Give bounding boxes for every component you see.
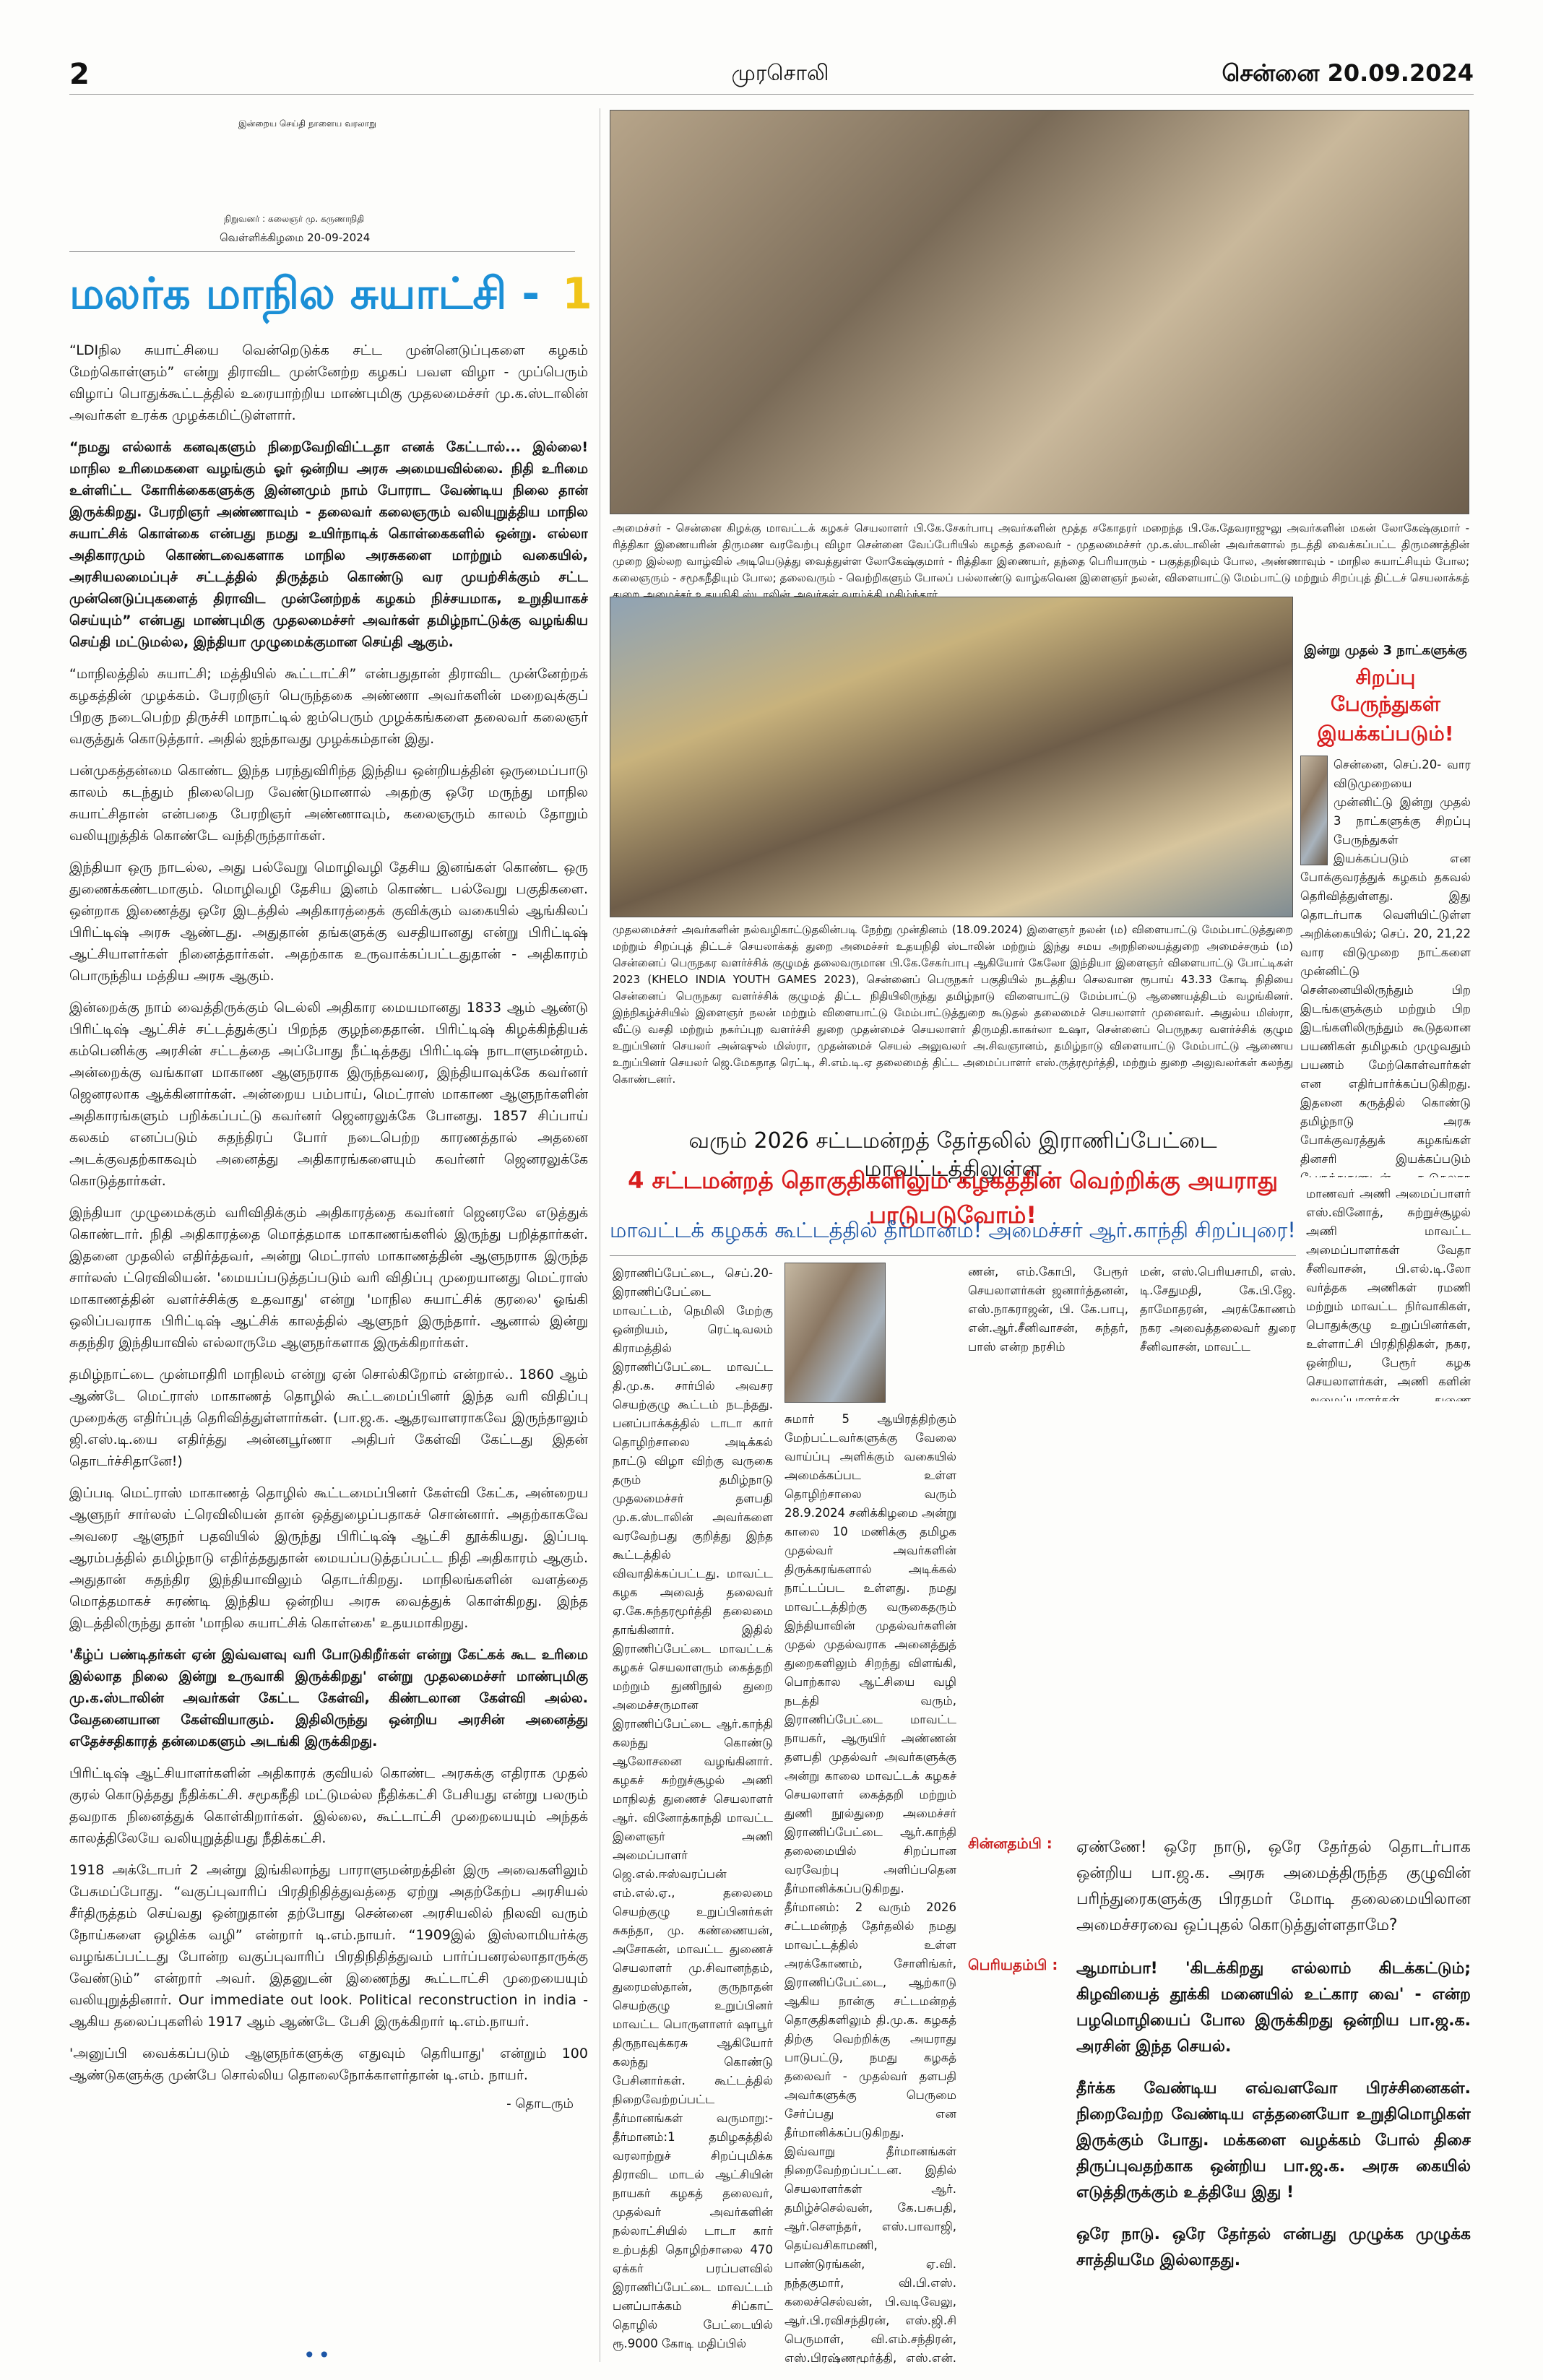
editorial-founder: நிறுவனர் : கலைஞர் மு. கருணாநிதி	[224, 214, 365, 224]
masthead-rule	[69, 94, 1474, 95]
editorial-para: இப்படி மெட்ராஸ் மாகாணத் தொழில் கூட்டமைப்…	[69, 1485, 588, 1631]
dialogue-q-text: ஏண்ணே! ஒரே நாடு, ஒரே தேர்தல் தொடர்பாக ஒன…	[1076, 1838, 1471, 1934]
wedding-photo	[610, 110, 1469, 514]
editorial-quote: 'கீழ்ப் பண்டிதர்கள் ஏன் இவ்வளவு வரி போடு…	[69, 1647, 588, 1749]
editorial-title: மலர்க மாநில சுயாட்சி - 1	[69, 261, 592, 326]
editorial-para: இந்தியா முழுமைக்கும் வரிவிதிக்கும் அதிகா…	[69, 1205, 588, 1351]
ranipet-headline: 4 சட்டமன்றத் தொகுதிகளிலும் கழகத்தின் வெற…	[628, 1167, 1278, 1229]
bus-kicker: இன்று முதல் 3 நாட்களுக்கு	[1304, 643, 1467, 658]
ranipet-photo	[785, 1263, 886, 1403]
editorial-para: இன்றைக்கு நாம் வைத்திருக்கும் டெல்லி அதி…	[69, 1000, 588, 1189]
sports-fund-caption: முதலமைச்சர் அவர்களின் நல்வழிகாட்டுதலின்ப…	[613, 923, 1293, 1086]
ranipet-col-1: இராணிப்பேட்டை, செப்.20- இராணிப்பேட்டை மா…	[613, 1264, 773, 2362]
bus-news-box: இன்று முதல் 3 நாட்களுக்கு சிறப்பு பேருந்…	[1300, 643, 1471, 1177]
ranipet-text: மன், எஸ்.பெரியசாமி, எஸ். டி.சேதுமதி, கே.…	[1140, 1265, 1296, 1354]
dialogue-para: தீர்க்க வேண்டிய எவ்வளவோ பிரச்சினைகள். நி…	[1076, 2080, 1471, 2202]
editorial-para: பிரிட்டிஷ் ஆட்சியாளர்களின் அதிகாரக் குவி…	[69, 1765, 588, 1846]
editorial-para: பன்முகத்தன்மை கொண்ட இந்த பரந்துவிரிந்த இ…	[69, 763, 588, 844]
editorial-continued: - தொடரும்	[506, 2096, 574, 2111]
dialogue-a-text: ஆமாம்பா! 'கிடக்கிறது எல்லாம் கிடக்கட்டும…	[1076, 1960, 1471, 2056]
ranipet-text: இராணிப்பேட்டை, செப்.20- இராணிப்பேட்டை மா…	[613, 1266, 773, 2350]
bus-headline-line2: இயக்கப்படும்!	[1317, 722, 1454, 745]
editorial-para: தமிழ்நாட்டை முன்மாதிரி மாநிலம் என்று ஏன்…	[69, 1367, 588, 1469]
ranipet-text: மாணவர் அணி அமைப்பாளர் எஸ்.வினோத், சுற்று…	[1306, 1187, 1471, 1401]
wedding-photo-caption: அமைச்சர் - சென்னை கிழக்கு மாவட்டக் கழகச்…	[613, 522, 1469, 601]
ranipet-subhead: மாவட்டக் கழகக் கூட்டத்தில் தீர்மானம்! அம…	[610, 1218, 1296, 1242]
page-number: 2	[69, 58, 90, 91]
ranipet-col-4: மன், எஸ்.பெரியசாமி, எஸ். டி.சேதுமதி, கே.…	[1140, 1263, 1296, 1378]
dialogue-box: சின்னதம்பி : ஏண்ணே! ஒரே நாடு, ஒரே தேர்தல…	[968, 1820, 1471, 2340]
ranipet-rule	[610, 1255, 1296, 1256]
editorial-para: “மாநிலத்தில் சுயாட்சி; மத்தியில் கூட்டாட…	[69, 666, 588, 747]
ranipet-kicker: வரும் 2026 சட்டமன்றத் தேர்தலில் இராணிப்ப…	[688, 1128, 1217, 1182]
editorial-title-number: 1	[562, 269, 592, 319]
dialogue-q-label: சின்னதம்பி :	[968, 1835, 1053, 1852]
editorial-quote: “நமது எல்லாக் கனவுகளும் நிறைவேறிவிட்டதா …	[69, 439, 588, 650]
ranipet-col-5: மாணவர் அணி அமைப்பாளர் எஸ்.வினோத், சுற்று…	[1306, 1185, 1471, 1401]
editorial-para: இந்தியா ஒரு நாடல்ல, அது பல்வேறு மொழிவழி …	[69, 860, 588, 984]
dialogue-a-label: பெரியதம்பி :	[968, 1956, 1058, 1973]
bus-thumbnail	[1300, 756, 1328, 865]
bus-body: சென்னை, செப்.20- வார விடுமுறையை முன்னிட்…	[1300, 758, 1471, 1177]
sports-fund-photo	[610, 597, 1293, 917]
ranipet-text: சுமார் 5 ஆயிரத்திற்கும் மேற்பட்டவர்களுக்…	[785, 1412, 956, 2363]
ranipet-col-3: ணன், எம்.கோபி, பேரூர் செயலாளர்கள் ஜனார்த…	[968, 1263, 1128, 1378]
ranipet-text: ணன், எம்.கோபி, பேரூர் செயலாளர்கள் ஜனார்த…	[968, 1265, 1128, 1354]
editorial-day-rule	[69, 251, 575, 252]
page-date: சென்னை 20.09.2024	[1222, 59, 1474, 87]
page-dots: ••	[303, 2343, 334, 2367]
editorial-para: “LDIநில சுயாட்சியை வென்றெடுக்க சட்ட முன்…	[69, 342, 588, 423]
dialogue-para: ஒரே நாடு. ஒரே தேர்தல் என்பது முழுக்க முழ…	[1076, 2225, 1471, 2269]
editorial-day: வெள்ளிக்கிழமை 20-09-2024	[220, 231, 371, 244]
ranipet-col-2: சுமார் 5 ஆயிரத்திற்கும் மேற்பட்டவர்களுக்…	[785, 1410, 956, 2363]
editorial-para: 1918 அக்டோபர் 2 அன்று இங்கிலாந்து பாராளு…	[69, 1862, 588, 2030]
editorial-tagline: இன்றைய செய்தி நாளைய வரலாறு	[238, 118, 377, 129]
bus-headline-line1: சிறப்பு பேருந்துகள்	[1330, 665, 1441, 716]
editorial-body: “LDIநில சுயாட்சியை வென்றெடுக்க சட்ட முன்…	[69, 339, 588, 2326]
editorial-title-text: மலர்க மாநில சுயாட்சி -	[69, 269, 540, 319]
paper-name: முரசொலி	[731, 61, 829, 86]
editorial-para: 'அனுப்பி வைக்கப்படும் ஆளுநர்களுக்கு எதுவ…	[69, 2046, 588, 2083]
